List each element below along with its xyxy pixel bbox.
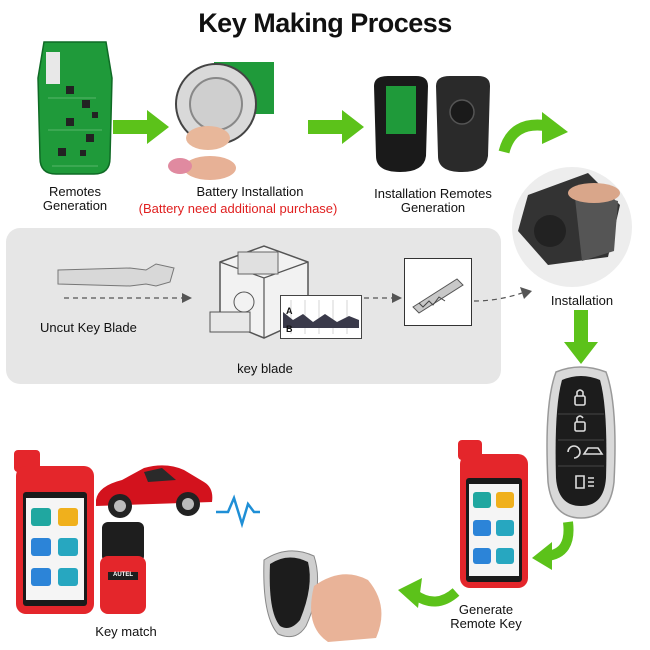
green-arrow-down-icon <box>564 310 598 364</box>
installation-image <box>508 165 636 289</box>
cutter-label-b: B <box>286 324 293 334</box>
remotes-generation-label: Remotes Generation <box>42 184 108 213</box>
battery-installation-label: Battery Installation <box>196 184 304 199</box>
battery-installation-image <box>168 58 276 182</box>
pcb-board-image <box>36 38 114 178</box>
hand-with-key-fob-image <box>258 546 392 644</box>
page-title: Key Making Process <box>198 8 452 38</box>
remote-shell-open-image <box>370 72 494 176</box>
green-arrow-icon <box>113 110 169 144</box>
curved-arrow-icon <box>396 566 460 612</box>
curved-arrow-icon <box>498 110 570 162</box>
cutter-label-a: A <box>286 306 293 316</box>
dashed-arrow-icon <box>474 287 534 307</box>
cut-profile-inset <box>280 295 362 339</box>
installation-label: Installation <box>550 293 614 308</box>
curved-arrow-icon <box>530 520 574 570</box>
smart-key-fob-image <box>544 364 618 522</box>
red-car-image <box>92 460 216 522</box>
uncut-key-blade-label: Uncut Key Blade <box>40 320 137 335</box>
uncut-key-blade-image <box>56 262 176 292</box>
key-blade-label: key blade <box>237 361 293 376</box>
wireless-signal-icon <box>214 490 262 530</box>
installation-remotes-generation-label: Installation Remotes Generation <box>374 186 492 215</box>
programmer-device-left <box>14 450 96 616</box>
green-arrow-icon <box>308 110 364 144</box>
generate-remote-key-label: Generate Remote Key <box>450 602 522 631</box>
dashed-arrow-icon <box>64 292 194 304</box>
battery-note: (Battery need additional purchase) <box>138 201 338 216</box>
cut-key-blade-image <box>404 258 472 326</box>
dashed-arrow-icon <box>364 292 402 304</box>
obd-dongle-image <box>98 522 148 616</box>
autel-brand-text: AUTEL <box>113 572 133 578</box>
key-match-label: Key match <box>95 624 157 639</box>
programmer-device-right <box>458 440 530 590</box>
